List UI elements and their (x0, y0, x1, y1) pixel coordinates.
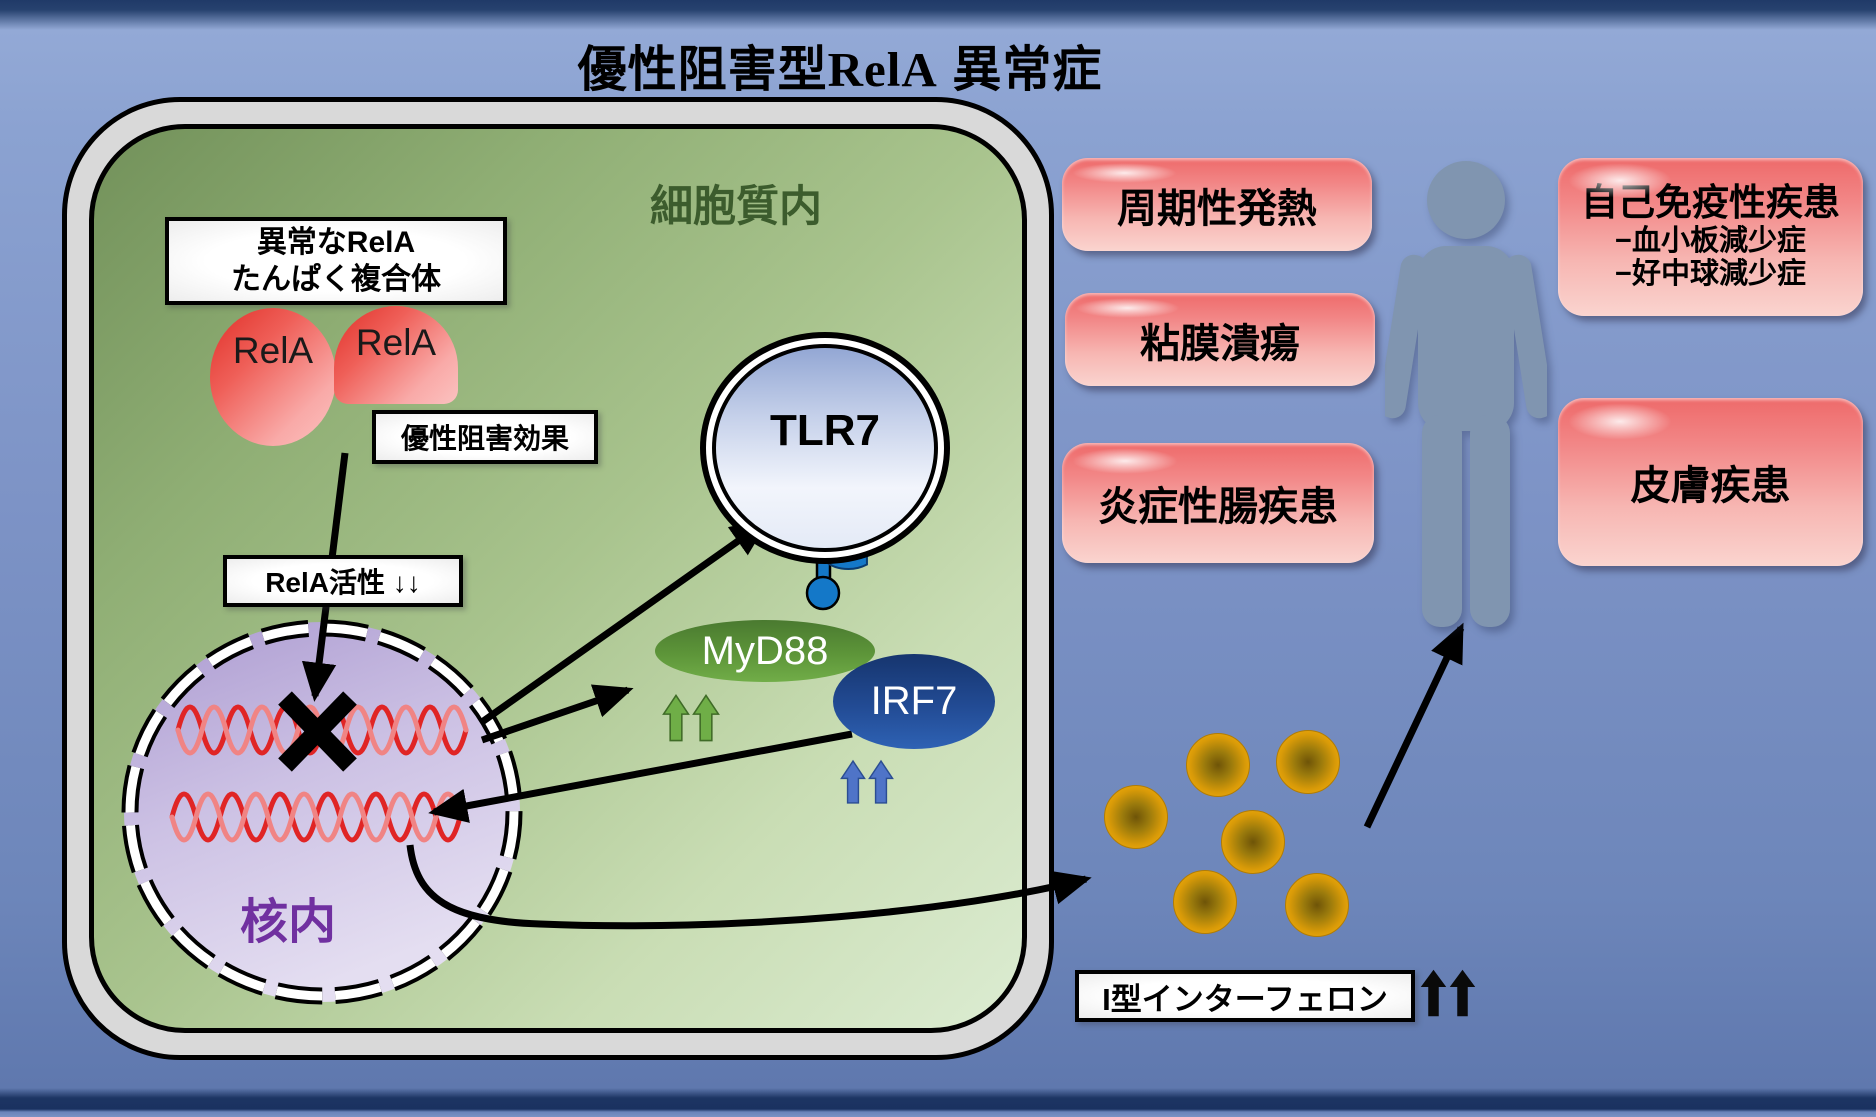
up-arrow-icon (692, 694, 720, 742)
rela1-label: RelA (232, 330, 314, 371)
interferon-particle (1173, 870, 1237, 934)
myd88-protein: MyD88 (655, 620, 875, 682)
nucleus-label: 核内 (240, 896, 337, 949)
interferon-particle (1186, 733, 1250, 797)
irf7-protein: IRF7 (833, 654, 995, 749)
disease-sub-thrombocytopenia: −血小板減少症 (1615, 224, 1806, 257)
rela2-label: RelA (355, 322, 437, 363)
title-gene: RelA (827, 42, 938, 97)
page-title: 優性阻害型RelA 異常症 (0, 30, 1680, 101)
interferon-particle (1285, 873, 1349, 937)
tlr7-endosome-inner: TLR7 (712, 344, 938, 552)
up-arrow-icon (840, 759, 866, 804)
patient-figure (1385, 161, 1547, 627)
cytoplasm-label: 細胞質内 (650, 183, 822, 231)
disease-mucosal-ulcer: 粘膜潰瘍 (1065, 293, 1375, 386)
irf7-label: IRF7 (870, 679, 958, 723)
interferon-particle (1276, 730, 1340, 794)
type1-interferon-label: I型インターフェロン (1075, 970, 1415, 1022)
patient-right-arm (1504, 254, 1547, 419)
rela-protein-1: RelA (210, 308, 336, 446)
disease-label: 皮膚疾患 (1630, 464, 1791, 508)
arrow-interferon-to-patient (1363, 622, 1465, 829)
interferon-increase-arrows (1420, 962, 1476, 1024)
disease-skin: 皮膚疾患 (1558, 398, 1863, 566)
up-arrow-icon (662, 694, 690, 742)
disease-label: 炎症性腸疾患 (1098, 485, 1338, 529)
interferon-particle (1104, 785, 1168, 849)
disease-sub-neutropenia: −好中球減少症 (1615, 258, 1806, 291)
patient-head (1427, 161, 1505, 239)
disease-label: 粘膜潰瘍 (1140, 321, 1300, 366)
up-arrow-icon (1420, 969, 1447, 1017)
myd88-label: MyD88 (701, 628, 829, 673)
title-suffix: 異常症 (937, 43, 1103, 97)
tlr7-label: TLR7 (770, 406, 880, 455)
patient-left-leg (1422, 415, 1462, 627)
title-prefix: 優性阻害型 (577, 43, 828, 97)
up-arrow-icon (1449, 969, 1476, 1017)
disease-inflammatory-bowel: 炎症性腸疾患 (1062, 443, 1374, 563)
disease-label: 自己免疫性疾患 (1581, 182, 1840, 224)
abnormal-rela-line2: たんぱく複合体 (231, 263, 441, 296)
myd88-increase-arrows (662, 688, 720, 748)
patient-left-arm (1385, 254, 1428, 419)
patient-torso (1418, 246, 1514, 431)
up-arrow-icon (868, 759, 894, 804)
tlr7-endosome: TLR7 (700, 332, 950, 564)
irf7-increase-arrows (840, 752, 894, 812)
disease-label: 周期性発熱 (1117, 186, 1317, 231)
disease-autoimmune: 自己免疫性疾患 −血小板減少症 −好中球減少症 (1558, 158, 1863, 316)
rela-protein-2: RelA (334, 306, 458, 404)
interferon-particle (1221, 810, 1285, 874)
disease-periodic-fever: 周期性発熱 (1062, 158, 1372, 251)
dominant-negative-effect-label: 優性阻害効果 (372, 410, 598, 464)
abnormal-rela-complex-label: 異常なRelA たんぱく複合体 (165, 217, 507, 305)
rela-activity-label: RelA活性 ↓↓ (223, 555, 463, 607)
abnormal-rela-line1: 異常なRelA (256, 225, 416, 259)
patient-right-leg (1470, 415, 1510, 627)
